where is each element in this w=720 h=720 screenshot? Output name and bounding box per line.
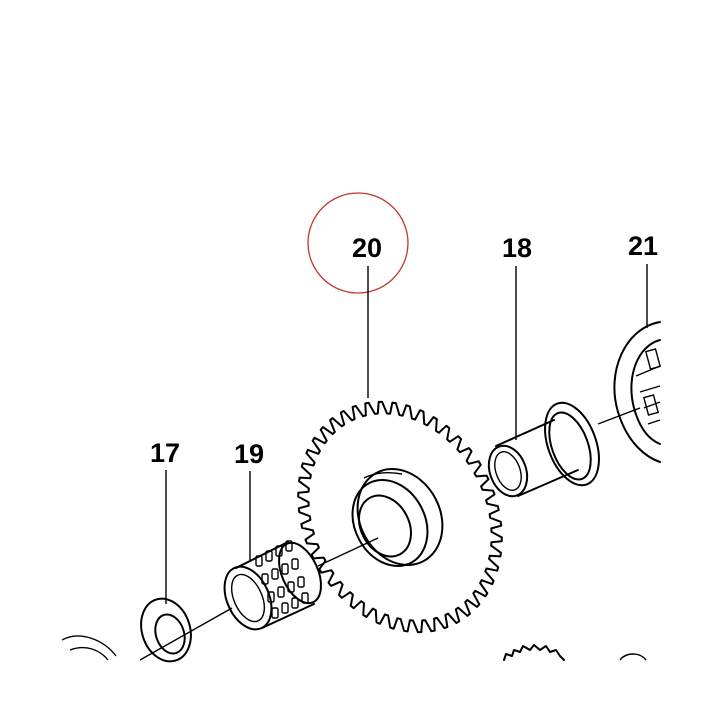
bushing-part-18: [487, 401, 600, 498]
gear-part-20: [297, 400, 503, 634]
partial-gear-bottom: [503, 644, 565, 661]
needle-slot: [275, 545, 283, 557]
needle-slot: [277, 586, 285, 598]
highlight-circle: [307, 192, 409, 294]
part-label-17: 17: [150, 438, 180, 468]
needle-slot: [297, 576, 305, 588]
needle-slot: [291, 558, 299, 570]
needle-slot: [281, 602, 289, 614]
part-label-19: 19: [234, 439, 264, 469]
needle-slot: [255, 555, 263, 567]
partial-part-bottom-right: [619, 653, 647, 661]
needle-slot: [261, 573, 269, 585]
needle-slot: [271, 568, 279, 580]
needle-slot: [281, 563, 289, 575]
part-label-21: 21: [628, 231, 658, 261]
partial-part-bottom-left: [61, 635, 117, 661]
needle-slot: [285, 540, 293, 552]
needle-slot: [267, 591, 275, 603]
needle-slot: [301, 592, 309, 604]
washer-part-17: [140, 597, 192, 663]
needle-bearing-part-19: [223, 540, 322, 631]
part-label-18: 18: [502, 233, 532, 263]
bearing-part-21: [613, 321, 662, 463]
needle-slot: [287, 581, 295, 593]
needle-slot: [265, 550, 273, 562]
needle-slot: [271, 607, 279, 619]
needle-slot: [291, 597, 299, 609]
part-label-20: 20: [352, 233, 382, 263]
